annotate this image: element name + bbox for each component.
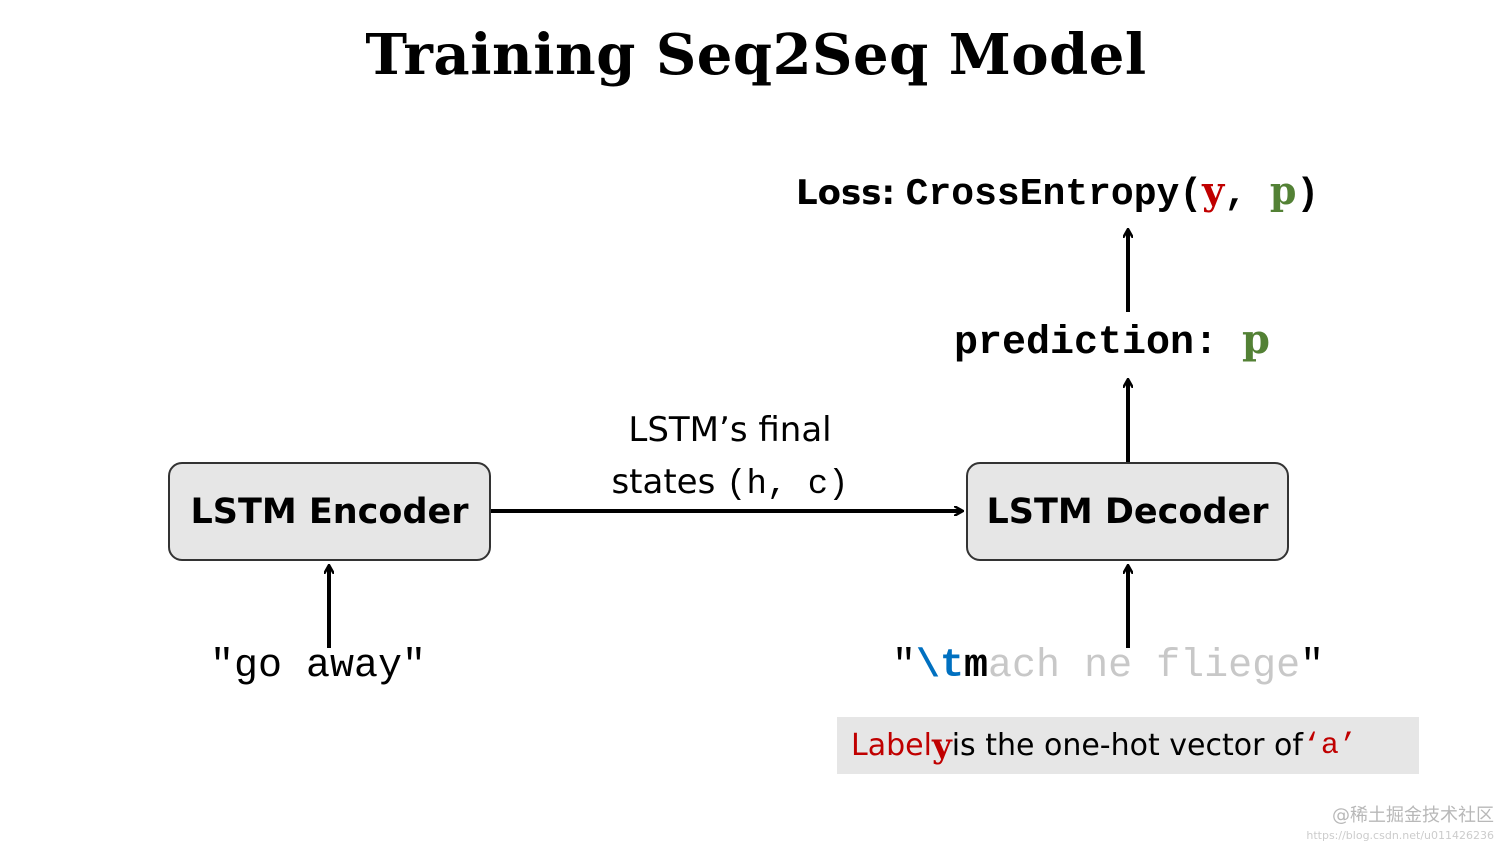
loss-function: CrossEntropy(y, p) xyxy=(905,168,1320,216)
lstm-decoder-label: LSTM Decoder xyxy=(986,491,1269,532)
decoder-remaining-text: ach ne fliege xyxy=(988,644,1301,689)
loss-arg-p: p xyxy=(1269,168,1297,213)
lstm-decoder-box: LSTM Decoder xyxy=(966,462,1289,561)
lstm-encoder-box: LSTM Encoder xyxy=(168,462,491,561)
loss-label: Loss: xyxy=(796,173,896,213)
loss-function-name: CrossEntropy( xyxy=(905,173,1203,216)
final-states-text: states xyxy=(611,462,727,502)
watermark: @稀土掘金技术社区 https://blog.csdn.net/u0114262… xyxy=(1306,806,1494,846)
watermark-text: @稀土掘金技术社区 xyxy=(1332,805,1494,826)
label-note-char: ‘a’ xyxy=(1302,728,1357,763)
loss-formula: Loss: CrossEntropy(y, p) xyxy=(796,168,1319,216)
decoder-input-text: "\tmach ne fliege" xyxy=(892,644,1324,689)
label-note-middle: is the one-hot vector of xyxy=(951,728,1303,763)
decoder-close-quote: " xyxy=(1300,644,1325,689)
loss-close-paren: ) xyxy=(1296,173,1320,216)
final-states-line2: states (h, c) xyxy=(560,456,900,511)
watermark-url: https://blog.csdn.net/u011426236 xyxy=(1306,829,1494,842)
label-note-box: Label y is the one-hot vector of ‘a’ xyxy=(837,717,1419,774)
encoder-input-text: "go away" xyxy=(210,644,427,689)
decoder-start-token: \t xyxy=(916,644,965,689)
prediction-label: prediction: p xyxy=(954,316,1270,366)
lstm-encoder-label: LSTM Encoder xyxy=(190,491,469,532)
label-note-y: y xyxy=(931,725,952,766)
page-title: Training Seq2Seq Model xyxy=(365,22,1147,88)
label-note-prefix: Label xyxy=(851,728,932,763)
decoder-current-char: m xyxy=(964,644,989,689)
final-states-line1: LSTM’s final xyxy=(628,410,832,450)
loss-arg-y: y xyxy=(1202,168,1225,213)
prediction-symbol: p xyxy=(1242,316,1271,363)
final-states-hc: (h, c) xyxy=(726,466,849,504)
decoder-open-quote: " xyxy=(892,644,917,689)
prediction-text: prediction: xyxy=(954,321,1243,366)
final-states-label: LSTM’s final states (h, c) xyxy=(560,404,900,511)
loss-arg-separator: , xyxy=(1224,173,1270,216)
